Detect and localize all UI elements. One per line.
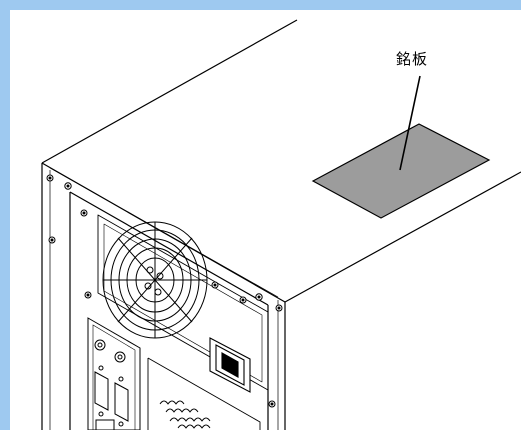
case-top-left-edge: [41, 19, 298, 164]
ac-power-inlet: [209, 337, 251, 393]
fan-grille: [102, 221, 208, 339]
io-panel: [87, 317, 141, 430]
callout-leader-line: [399, 75, 421, 171]
case-top-right-edge: [284, 171, 521, 303]
case-screws: [46, 174, 283, 408]
nameplate: [311, 123, 491, 219]
power-supply-unit: [97, 214, 269, 391]
expansion-area: [147, 357, 261, 430]
nameplate-label: 銘板: [396, 50, 429, 68]
paper: [10, 10, 521, 430]
